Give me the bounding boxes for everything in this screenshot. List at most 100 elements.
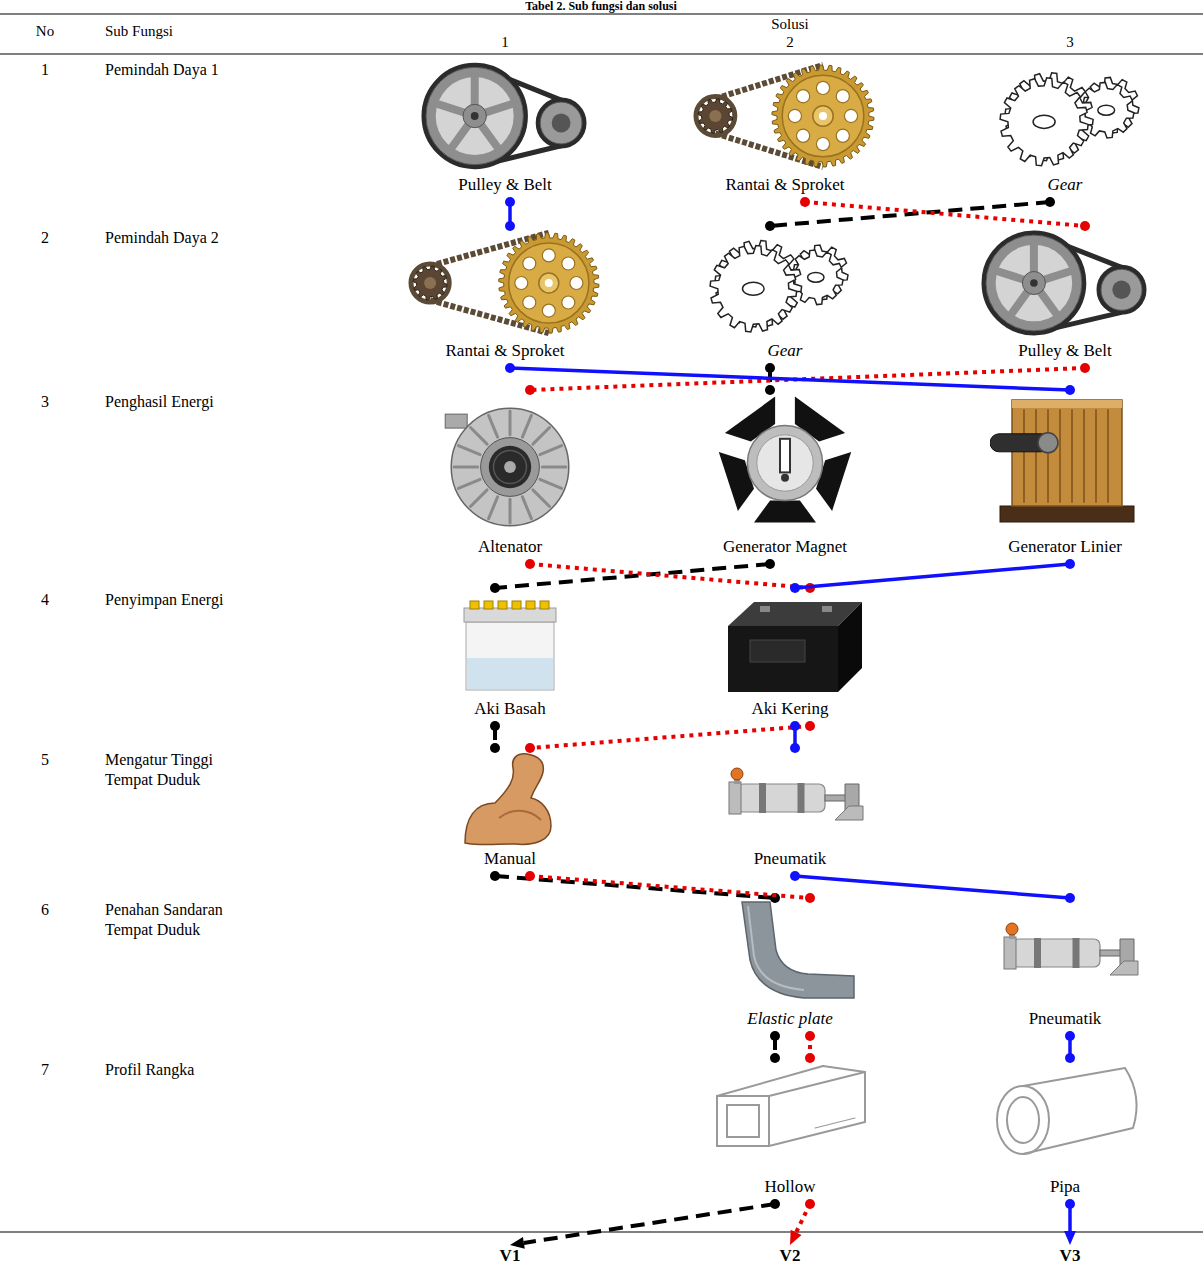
variant-line [795, 564, 1070, 588]
linier-illustration [990, 390, 1140, 536]
solution-cell: Pulley & Belt [980, 226, 1150, 368]
hollow-illustration [705, 1058, 875, 1176]
table-header-rule [0, 53, 1203, 54]
sub-function-name: Profil Rangka [105, 1060, 194, 1080]
solution-cell: Elastic plate [720, 898, 860, 1036]
variant-line [495, 564, 770, 588]
table-title: Tabel 2. Sub fungsi dan solusi [525, 0, 677, 13]
arrow-head [790, 1230, 802, 1245]
variant-connector [505, 197, 515, 231]
solution-cell: Generator Linier [990, 390, 1140, 564]
solution-cell: Rantai & Sproket [405, 226, 605, 368]
joint-dot [765, 559, 775, 569]
column-header: No [36, 22, 54, 40]
variant-line [805, 202, 1085, 226]
plate-illustration [720, 898, 860, 1008]
joint-dot [525, 385, 535, 395]
table-bottom-rule [0, 1231, 1203, 1232]
variant-connector [490, 721, 500, 753]
sub-function-name: Penyimpan Energi [105, 590, 223, 610]
solution-caption: Pulley & Belt [980, 340, 1150, 362]
joint-dot [1065, 1199, 1075, 1209]
variant-connector [790, 871, 1075, 903]
joint-dot [525, 559, 535, 569]
joint-dot [490, 743, 500, 753]
solution-caption: Elastic plate [720, 1008, 860, 1030]
joint-dot [805, 1199, 815, 1209]
variant-connector [490, 559, 775, 593]
joint-dot [1065, 1053, 1075, 1063]
joint-dot [1065, 893, 1075, 903]
joint-dot [805, 893, 815, 903]
joint-dot [525, 743, 535, 753]
variant-label: V1 [496, 1245, 525, 1267]
solution-cell: Pneumatik [715, 748, 865, 876]
sprocket-illustration [690, 58, 880, 174]
sprocket-illustration [405, 226, 605, 340]
pipa-illustration [985, 1058, 1145, 1176]
variant-label: V2 [776, 1245, 805, 1267]
row-number: 1 [41, 60, 49, 80]
column-number: 2 [786, 33, 794, 51]
variant-name: V2 [776, 1245, 805, 1267]
solution-caption: Aki Basah [450, 698, 570, 720]
solution-caption: Generator Linier [990, 536, 1140, 558]
pulley-illustration [980, 226, 1150, 340]
solution-caption: Pipa [985, 1176, 1145, 1198]
solution-caption: Gear [700, 340, 870, 362]
variant-connector [800, 197, 1090, 231]
akikering-illustration [710, 588, 870, 698]
row-number: 5 [41, 750, 49, 770]
variant-connector [770, 1031, 780, 1063]
variant-connector [505, 363, 1075, 395]
joint-dot [1080, 363, 1090, 373]
variant-line [524, 1204, 775, 1243]
joint-dot [1045, 197, 1055, 207]
column-number: 3 [1066, 33, 1074, 51]
joint-dot [790, 871, 800, 881]
solution-cell: Aki Kering [710, 588, 870, 726]
variant-connector [525, 721, 815, 753]
joint-dot [790, 583, 800, 593]
variant-line [510, 368, 1070, 390]
joint-dot [805, 1053, 815, 1063]
joint-dot [805, 1031, 815, 1041]
joint-dot [1065, 559, 1075, 569]
pneu-illustration [715, 748, 865, 848]
alternator-illustration [440, 390, 580, 536]
solution-caption: Altenator [440, 536, 580, 558]
variant-line [795, 876, 1070, 898]
variant-name: V1 [496, 1245, 525, 1267]
variant-connector [765, 197, 1055, 231]
joint-dot [770, 1199, 780, 1209]
solution-caption: Pulley & Belt [420, 174, 590, 196]
variant-label: V3 [1056, 1245, 1085, 1267]
solution-caption: Gear [990, 174, 1140, 196]
solution-cell: Gear [990, 58, 1140, 202]
solution-caption: Rantai & Sproket [405, 340, 605, 362]
magnet-illustration [705, 390, 865, 536]
variant-name: V3 [1056, 1245, 1085, 1267]
variant-line [495, 876, 775, 898]
variant-connector [790, 721, 800, 753]
solution-cell: Manual [455, 748, 565, 876]
solution-caption: Hollow [705, 1176, 875, 1198]
sub-function-name: Mengatur Tinggi Tempat Duduk [105, 750, 255, 790]
solution-cell: Generator Magnet [705, 390, 865, 564]
pneu-illustration [990, 898, 1140, 1008]
joint-dot [790, 721, 800, 731]
joint-dot [805, 721, 815, 731]
sub-function-name: Penahan Sandaran Tempat Duduk [105, 900, 255, 940]
solution-caption: Rantai & Sproket [690, 174, 880, 196]
joint-dot [765, 363, 775, 373]
joint-dot [765, 221, 775, 231]
solution-caption: Manual [455, 848, 565, 870]
gears-illustration [990, 58, 1140, 174]
variant-connector [790, 559, 1075, 593]
sub-function-name: Pemindah Daya 1 [105, 60, 219, 80]
pulley-illustration [420, 58, 590, 174]
joint-dot [800, 197, 810, 207]
joint-dot [505, 363, 515, 373]
